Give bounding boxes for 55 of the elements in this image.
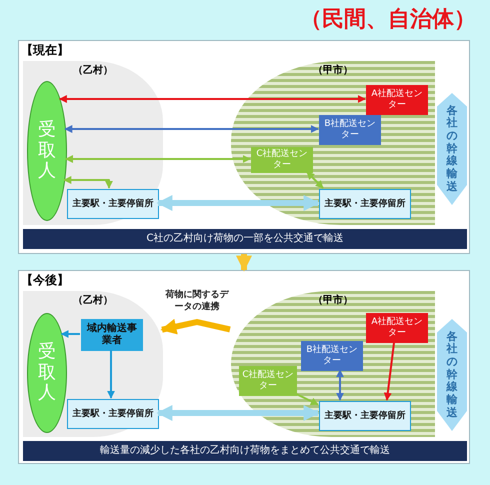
banner — [23, 441, 467, 461]
panel-heading: 【今後】 — [21, 272, 69, 289]
edge-label: 荷物に関するデータの連携 — [165, 289, 229, 313]
banner — [23, 229, 467, 249]
node-label: 各社の幹線輸送 — [446, 330, 458, 420]
region — [231, 291, 435, 437]
process-box — [251, 147, 313, 173]
arrow — [296, 393, 319, 406]
node-label: C社配送センター — [255, 149, 309, 171]
heading: （民間、自治体） — [300, 6, 476, 34]
panel — [18, 40, 470, 254]
node-label: A社配送センター — [370, 317, 424, 339]
process-box — [319, 189, 411, 219]
pennant-node — [437, 319, 467, 431]
node-label: 主要駅・主要停留所 — [324, 410, 406, 422]
node-label: B社配送センター — [323, 119, 377, 141]
node-label: A社配送センター — [370, 89, 424, 111]
process-box — [81, 319, 143, 351]
process-box — [67, 189, 159, 219]
region-heading: （乙村） — [72, 64, 114, 77]
region — [231, 61, 435, 225]
arrow — [58, 95, 366, 103]
node-label: C社配送センター — [241, 370, 295, 392]
node-label: 各社の幹線輸送 — [446, 104, 458, 194]
node-label: B社配送センター — [305, 345, 359, 367]
arrow — [236, 254, 252, 272]
panel-heading: 【現在】 — [21, 42, 69, 59]
region-heading: （乙村） — [72, 294, 114, 307]
region-heading: （甲市） — [312, 293, 354, 307]
arrow — [160, 318, 231, 334]
node-label: 受取人 — [37, 342, 57, 404]
node-label: 輸送量の減少した各社の乙村向け荷物をまとめて公共交通で輸送 — [100, 445, 390, 457]
arrow — [63, 176, 113, 189]
region — [23, 291, 163, 437]
arrow — [156, 195, 320, 211]
arrow — [107, 350, 115, 399]
arrow — [306, 171, 324, 189]
panel — [18, 270, 470, 464]
node-label: 主要駅・主要停留所 — [324, 198, 406, 210]
region-heading: （甲市） — [312, 63, 354, 77]
arrow — [65, 155, 251, 163]
arrow — [384, 342, 396, 401]
node-label: 主要駅・主要停留所 — [72, 198, 154, 210]
region — [23, 61, 163, 225]
pennant-node — [437, 93, 467, 205]
arrow — [336, 369, 344, 401]
arrow — [64, 125, 319, 133]
node-label: C社の乙村向け荷物の一部を公共交通で輸送 — [146, 233, 344, 245]
process-box — [67, 399, 159, 429]
node-label: 主要駅・主要停留所 — [72, 408, 154, 420]
arrow — [60, 330, 80, 338]
arrow — [156, 405, 320, 421]
node-label: 域内輸送事業者 — [86, 323, 138, 347]
node-label: 受取人 — [37, 120, 57, 182]
process-box — [319, 401, 411, 431]
